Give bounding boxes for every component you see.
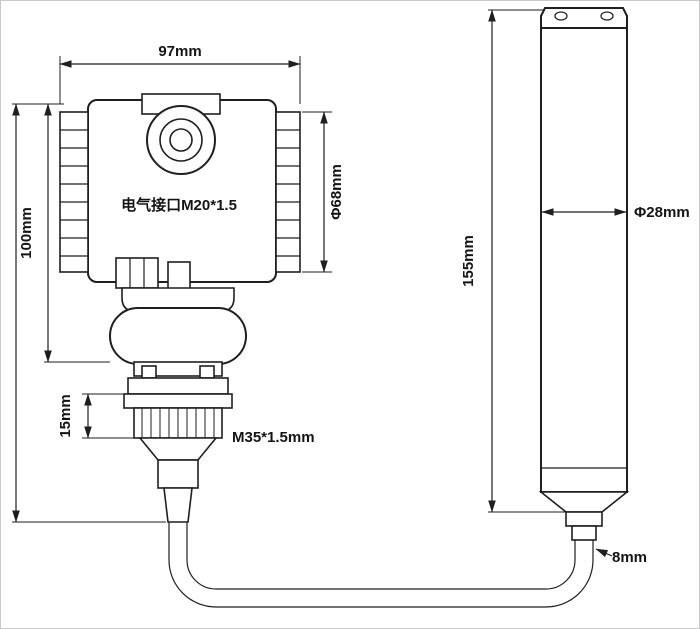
- port-circle-inner: [169, 128, 193, 152]
- dim-probe-diameter: Φ28mm: [541, 204, 690, 221]
- cable-diameter-label: 8mm: [612, 549, 647, 566]
- probe-cap: [540, 7, 628, 29]
- left-cap-outline: [59, 111, 89, 273]
- housing-right-cap: [275, 111, 301, 273]
- probe-nipple: [565, 511, 603, 527]
- dim-head-width: 97mm: [59, 43, 301, 104]
- dim-overall-left: [12, 103, 166, 523]
- transmitter-head: 电气接口M20*1.5 M35*1.5mm: [59, 93, 315, 523]
- right-cap-ribs: [276, 129, 300, 257]
- terminal-box: [115, 257, 159, 289]
- probe-cap-hole-right: [600, 11, 614, 21]
- probe-length-label: 155mm: [460, 235, 477, 287]
- cable: [168, 522, 594, 608]
- probe-diameter-label: Φ28mm: [634, 204, 690, 221]
- dim-head-height: 100mm: [18, 103, 110, 363]
- stem: [157, 459, 199, 489]
- housing-left-cap: [59, 111, 89, 273]
- dim-head-diameter: Φ68mm: [302, 111, 345, 273]
- head-width-label: 97mm: [158, 43, 201, 60]
- thread-spec-label: M35*1.5mm: [232, 429, 315, 446]
- cable-inner-edge: [186, 522, 576, 590]
- dim-flange-thickness: 15mm: [57, 393, 134, 439]
- head-height-label: 100mm: [18, 207, 35, 259]
- bolt-right: [199, 365, 215, 379]
- flange-plate: [123, 393, 233, 409]
- head-diameter-label: Φ68mm: [328, 164, 345, 220]
- terminal-box-slots: [129, 258, 145, 288]
- cable-gland: [163, 487, 193, 523]
- probe-body: [540, 27, 628, 493]
- cable-outer-edge: [168, 522, 594, 608]
- bolt-left: [141, 365, 157, 379]
- left-cap-ribs: [60, 129, 88, 257]
- electrical-port-label: 电气接口M20*1.5: [121, 196, 237, 214]
- probe-stub: [571, 525, 597, 541]
- process-body: [109, 307, 247, 365]
- flange-thickness-label: 15mm: [57, 394, 74, 437]
- flange: [127, 377, 229, 395]
- probe: [538, 7, 630, 541]
- thread-collar-hatch: [141, 408, 215, 438]
- taper-section: [138, 437, 218, 461]
- probe-taper: [538, 491, 630, 513]
- dim-cable-diameter: 8mm: [595, 548, 647, 566]
- right-cap-outline: [275, 111, 301, 273]
- dim-probe-length: 155mm: [460, 9, 566, 513]
- probe-cap-hole-left: [554, 11, 568, 21]
